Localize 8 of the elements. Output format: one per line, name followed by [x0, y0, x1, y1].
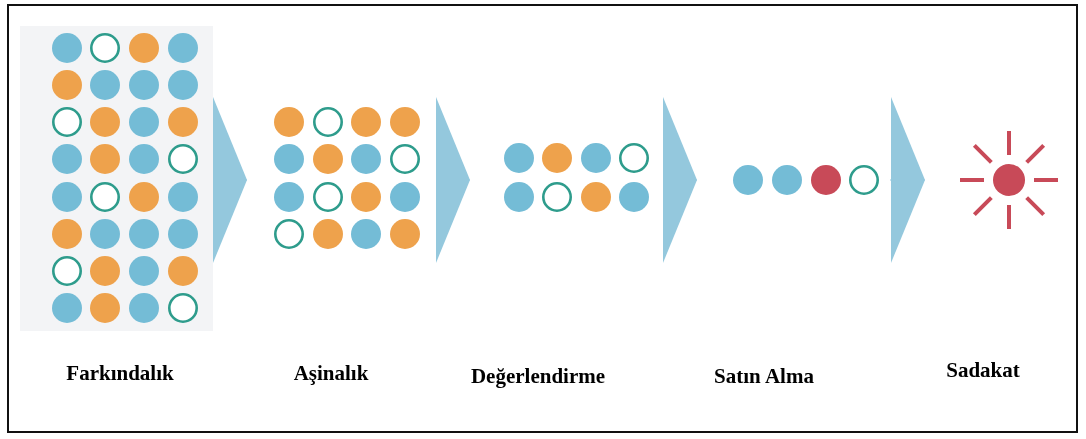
stage-label: Değerlendirme — [470, 366, 606, 387]
stage-label: Aşinalık — [293, 363, 369, 384]
chevron-arrow — [889, 97, 926, 263]
chevron-arrow — [662, 97, 698, 263]
chevron-arrow — [436, 97, 471, 263]
stage-label: Farkındalık — [66, 363, 174, 384]
stage-label: Sadakat — [946, 360, 1020, 381]
stage-label: Satın Alma — [714, 366, 814, 387]
